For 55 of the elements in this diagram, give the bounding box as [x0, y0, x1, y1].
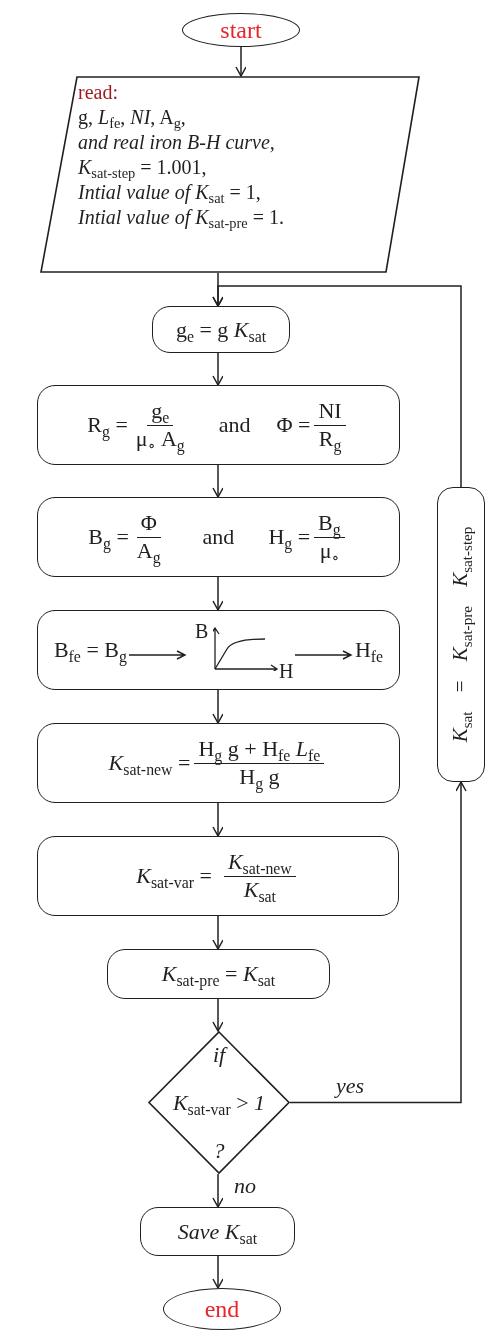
- input-parallelogram: [40, 76, 420, 273]
- arrow: [212, 464, 224, 498]
- arrow: [212, 1255, 224, 1289]
- arrow: [212, 1173, 224, 1208]
- decision-diamond: [148, 1031, 290, 1174]
- formula-text: R$_{g}$ =: [87, 411, 128, 439]
- formula-text: g$_{e}$ = g K$_{sat}$: [175, 315, 267, 344]
- arrow: [212, 352, 224, 386]
- fraction-denominator: μ$_{∘}$: [318, 537, 340, 564]
- axis-label: B: [194, 621, 209, 641]
- process-box: [37, 610, 400, 690]
- formula-text: Save K$_{sat}$: [177, 1217, 258, 1246]
- process-box: [37, 836, 399, 916]
- axis-label: H: [278, 661, 294, 681]
- formula-text: g, L$_{fe}$, NI, A$_{g}$,: [78, 105, 186, 130]
- fraction-numerator: K$_{sat-new}$: [223, 849, 296, 877]
- fraction-numerator: g$_{e}$: [147, 398, 174, 426]
- formula-text: K$_{sat-var}$ =: [136, 862, 212, 890]
- formula-text: and: [218, 411, 251, 439]
- arrow: [212, 802, 224, 837]
- formula-text: Intial value of K$_{sat}$ = 1,: [78, 181, 261, 205]
- terminal-label: start: [220, 16, 262, 45]
- formula-text: B$_{fe}$ = B$_{g}$: [53, 636, 127, 664]
- terminal-label: read:: [78, 80, 118, 105]
- arrow: [212, 915, 224, 950]
- arrow: [212, 285, 462, 488]
- formula-text: Φ =: [276, 411, 311, 439]
- process-box: [107, 949, 330, 999]
- arrow: [212, 998, 224, 1032]
- arrow: [235, 46, 247, 77]
- formula-text: if: [212, 1041, 226, 1069]
- process-box: [437, 487, 485, 782]
- process-box: [37, 385, 400, 465]
- formula-text: K$_{sat-pre}$ = K$_{sat}$: [161, 960, 276, 988]
- formula-text: K$_{sat-var}$ > 1: [172, 1088, 266, 1117]
- terminal-label: end: [204, 1295, 240, 1324]
- fraction-numerator: Φ: [136, 510, 161, 538]
- arrow: [212, 576, 224, 611]
- formula-text: and: [202, 523, 235, 551]
- process-box: [152, 306, 290, 353]
- formula-text: H$_{g}$ =: [268, 523, 311, 551]
- formula-text: ?: [213, 1136, 225, 1164]
- formula-text: H$_{fe}$: [354, 636, 384, 664]
- formula-text: Intial value of K$_{sat-pre}$ = 1.: [78, 205, 284, 230]
- formula-text: K$_{sat-new}$ =: [108, 749, 191, 777]
- formula-text: K$_{sat-step}$ = 1.001,: [78, 155, 207, 180]
- process-box: [140, 1207, 295, 1256]
- arrow: [212, 689, 224, 724]
- fraction-denominator: K$_{sat}$: [242, 876, 277, 903]
- process-box: [37, 497, 400, 577]
- fraction-numerator: NI: [314, 398, 346, 426]
- formula-text: B$_{g}$ =: [88, 523, 129, 551]
- formula-text: and real iron B-H curve,: [78, 131, 275, 155]
- process-box: [37, 723, 400, 803]
- arrow: [289, 781, 467, 1104]
